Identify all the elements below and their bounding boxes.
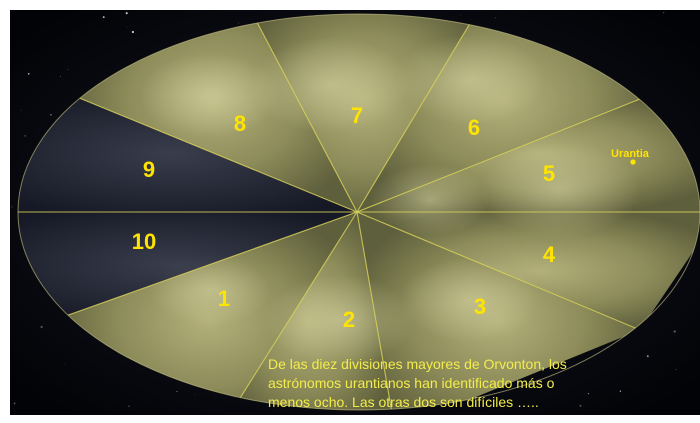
- sector-label-5: 5: [543, 161, 555, 186]
- galaxy-texture: [18, 35, 640, 365]
- caption: De las diez divisiones mayores de Orvont…: [268, 356, 567, 410]
- sector-label-6: 6: [468, 115, 480, 140]
- urantia-marker-dot: [630, 159, 636, 165]
- sector-4: [357, 212, 700, 330]
- urantia-label: Urantia: [611, 148, 650, 160]
- caption-line-2: astrónomos urantianos han identificado m…: [268, 375, 555, 391]
- sector-label-4: 4: [543, 242, 556, 267]
- sector-label-1: 1: [218, 286, 230, 311]
- sector-label-7: 7: [351, 103, 363, 128]
- galaxy-outline: [17, 13, 700, 411]
- caption-line-3: menos ocho. Las otras dos son difíciles …: [268, 394, 539, 410]
- sector-label-3: 3: [474, 294, 486, 319]
- sector-label-9: 9: [143, 157, 155, 182]
- sector-label-10: 10: [132, 229, 156, 254]
- sector-label-2: 2: [343, 307, 355, 332]
- caption-line-1: De las diez divisiones mayores de Orvont…: [268, 356, 567, 372]
- sector-label-8: 8: [234, 111, 246, 136]
